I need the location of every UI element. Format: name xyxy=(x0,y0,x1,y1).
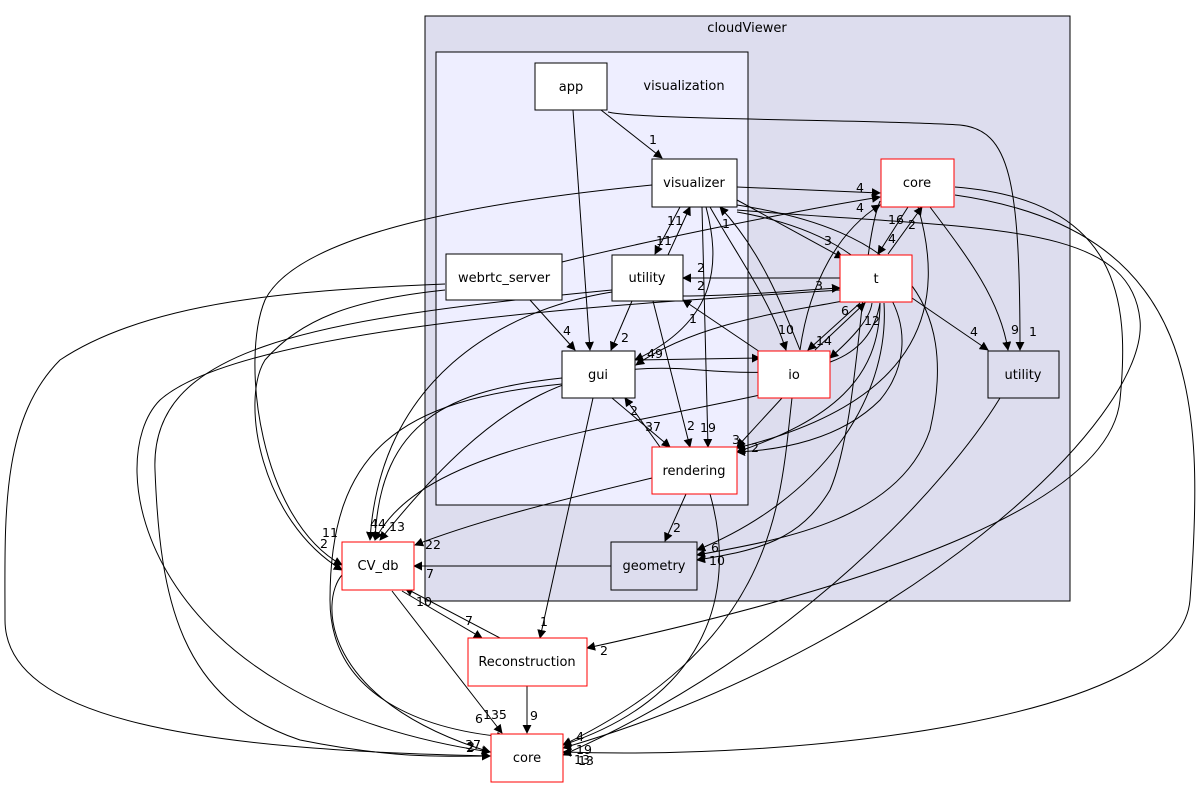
edge-label: 4 xyxy=(970,324,978,339)
node-reconstruction[interactable]: Reconstruction xyxy=(467,637,588,687)
node-cloudviewer-core[interactable]: core xyxy=(880,158,955,208)
edge-label: 3 xyxy=(732,432,740,447)
edge-label: 19 xyxy=(700,420,716,435)
edge-label: 37 xyxy=(465,737,481,752)
edge-label: 37 xyxy=(645,419,661,434)
edge-label: 2 xyxy=(467,739,475,754)
edge-label: 6 xyxy=(841,303,849,318)
node-io[interactable]: io xyxy=(757,350,831,399)
edge-label: 1 xyxy=(689,311,697,326)
edge-label: 13 xyxy=(574,752,590,767)
edge-label: 9 xyxy=(1011,322,1019,337)
edge-label: 2 xyxy=(908,217,916,232)
cluster-cloudviewer-label: cloudViewer xyxy=(707,21,787,36)
edge-label: 11 xyxy=(656,233,672,248)
node-cv-db[interactable]: CV_db xyxy=(341,541,415,591)
edge-label: 7 xyxy=(465,613,473,628)
edge-label: 2 xyxy=(621,330,629,345)
edge-label: 1 xyxy=(540,614,548,629)
edge-label: 2 xyxy=(320,536,328,551)
node-geometry-label: geometry xyxy=(622,559,685,574)
node-webrtc-server[interactable]: webrtc_server xyxy=(445,253,563,301)
node-webrtc-server-label: webrtc_server xyxy=(458,271,551,286)
edge-label: 10 xyxy=(416,594,432,609)
edge-label: 3 xyxy=(824,233,832,248)
edge-label: 135 xyxy=(483,707,507,722)
edge-label: 19 xyxy=(576,742,592,757)
edge-label: 3 xyxy=(815,278,823,293)
edge-label: 2 xyxy=(600,643,608,658)
node-cloudviewer-utility-label: utility xyxy=(1005,368,1042,383)
edge-label: 2 xyxy=(630,403,638,418)
edge-label: 13 xyxy=(389,519,405,534)
edge-label: 6 xyxy=(475,711,483,726)
cluster-visualization-label: visualization xyxy=(643,79,724,94)
edge-label: 7 xyxy=(426,566,434,581)
node-rendering[interactable]: rendering xyxy=(651,446,738,495)
node-visualizer-label: visualizer xyxy=(663,176,725,191)
edge-label: 4 xyxy=(856,180,864,195)
node-t-label: t xyxy=(873,272,878,287)
edge-label: 4 xyxy=(856,200,864,215)
edge-label: 1 xyxy=(649,132,657,147)
edge-label: 14 xyxy=(816,333,832,348)
edge-label: 13 xyxy=(578,753,594,768)
node-core[interactable]: core xyxy=(490,733,564,783)
node-rendering-label: rendering xyxy=(663,464,726,479)
node-visualization-utility-label: utility xyxy=(629,271,666,286)
edge-label: 1 xyxy=(1029,324,1037,339)
edge-label: 2 xyxy=(673,520,681,535)
node-cloudviewer-utility[interactable]: utility xyxy=(987,350,1060,399)
edge-label: 6 xyxy=(711,540,719,555)
node-geometry[interactable]: geometry xyxy=(610,541,698,591)
edge-label: 4 xyxy=(563,323,571,338)
node-cloudviewer-core-label: core xyxy=(903,176,931,191)
node-reconstruction-label: Reconstruction xyxy=(478,655,575,670)
edge-label: 11 xyxy=(667,213,683,228)
edge-label: 22 xyxy=(425,537,441,552)
edge-label: 2 xyxy=(466,740,474,755)
node-app-label: app xyxy=(559,80,583,95)
edge-label: 44 xyxy=(370,516,386,531)
node-visualizer[interactable]: visualizer xyxy=(651,158,738,208)
edge-label: 2 xyxy=(697,278,705,293)
edge-label: 9 xyxy=(530,708,538,723)
edge-label: 11 xyxy=(322,525,338,540)
edge-label: 1 xyxy=(722,216,730,231)
edge-label: 4 xyxy=(576,729,584,744)
edge-label: 4 xyxy=(888,231,896,246)
node-io-label: io xyxy=(788,368,800,383)
edge-label: 2 xyxy=(751,440,759,455)
node-visualization-utility[interactable]: utility xyxy=(611,254,684,302)
edge-label: 10 xyxy=(778,322,794,337)
edges xyxy=(4,109,1196,761)
node-gui-label: gui xyxy=(588,368,608,383)
node-gui[interactable]: gui xyxy=(561,350,636,399)
edge-label: 16 xyxy=(888,212,904,227)
node-core-label: core xyxy=(513,751,541,766)
edge-label: 2 xyxy=(697,260,705,275)
edge-labels: 1 4 4 3 11 11 1 2 2 3 1 4 2 49 10 14 6 1… xyxy=(320,132,1037,768)
node-app[interactable]: app xyxy=(534,62,608,111)
edge-label: 10 xyxy=(709,553,725,568)
edge-label: 12 xyxy=(864,313,880,328)
edge-label: 2 xyxy=(687,418,695,433)
edge-label: 49 xyxy=(647,346,663,361)
node-t[interactable]: t xyxy=(839,254,913,303)
node-cv-db-label: CV_db xyxy=(358,559,399,574)
